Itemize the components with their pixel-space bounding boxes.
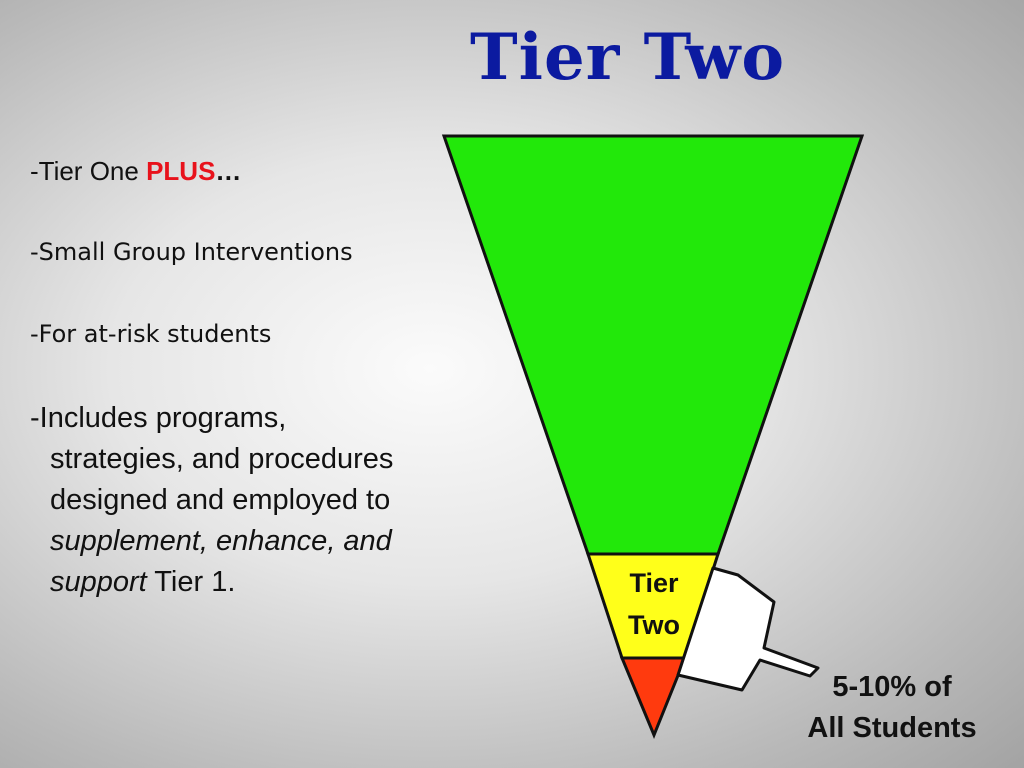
bullet-4-line-4-italic: supplement, enhance, and: [50, 525, 392, 557]
tier-three-band: [619, 656, 688, 739]
bullet-4-dash: -: [30, 402, 40, 434]
bullet-1-ellipsis: …: [215, 156, 242, 186]
tier-one-band: [441, 134, 865, 556]
callout-text-line-2: All Students: [807, 712, 976, 744]
bullet-includes-programs: -Includes programs, strategies, and proc…: [30, 398, 393, 603]
tier-two-label-line-2: Two: [628, 610, 680, 640]
plus-highlight: PLUS: [146, 156, 216, 186]
bullet-1-prefix: -Tier One: [30, 156, 147, 186]
bullet-4-line-1-text: Includes programs,: [39, 402, 287, 434]
bullet-tier-one-plus: -Tier One PLUS…: [30, 156, 241, 187]
callout-text-line-1: 5-10% of: [832, 671, 952, 703]
bullet-4-line-5-italic: support: [50, 566, 147, 598]
bullet-at-risk: -For at-risk students: [30, 320, 272, 348]
callout-bracket: [676, 566, 820, 692]
bullet-small-group: -Small Group Interventions: [30, 238, 353, 266]
bullet-4-line-4: supplement, enhance, and: [30, 521, 393, 562]
bullet-4-line-1: -Includes programs,: [30, 398, 393, 439]
bullet-4-line-2: strategies, and procedures: [50, 443, 394, 475]
bullet-4-line-5: support Tier 1.: [30, 562, 393, 603]
tier-two-label-line-1: Tier: [629, 568, 679, 598]
bullet-4-line-5-rest: Tier 1.: [146, 566, 236, 598]
slide-title: Tier Two: [470, 20, 786, 95]
bullet-4-line-3: designed and employed to: [50, 484, 391, 516]
